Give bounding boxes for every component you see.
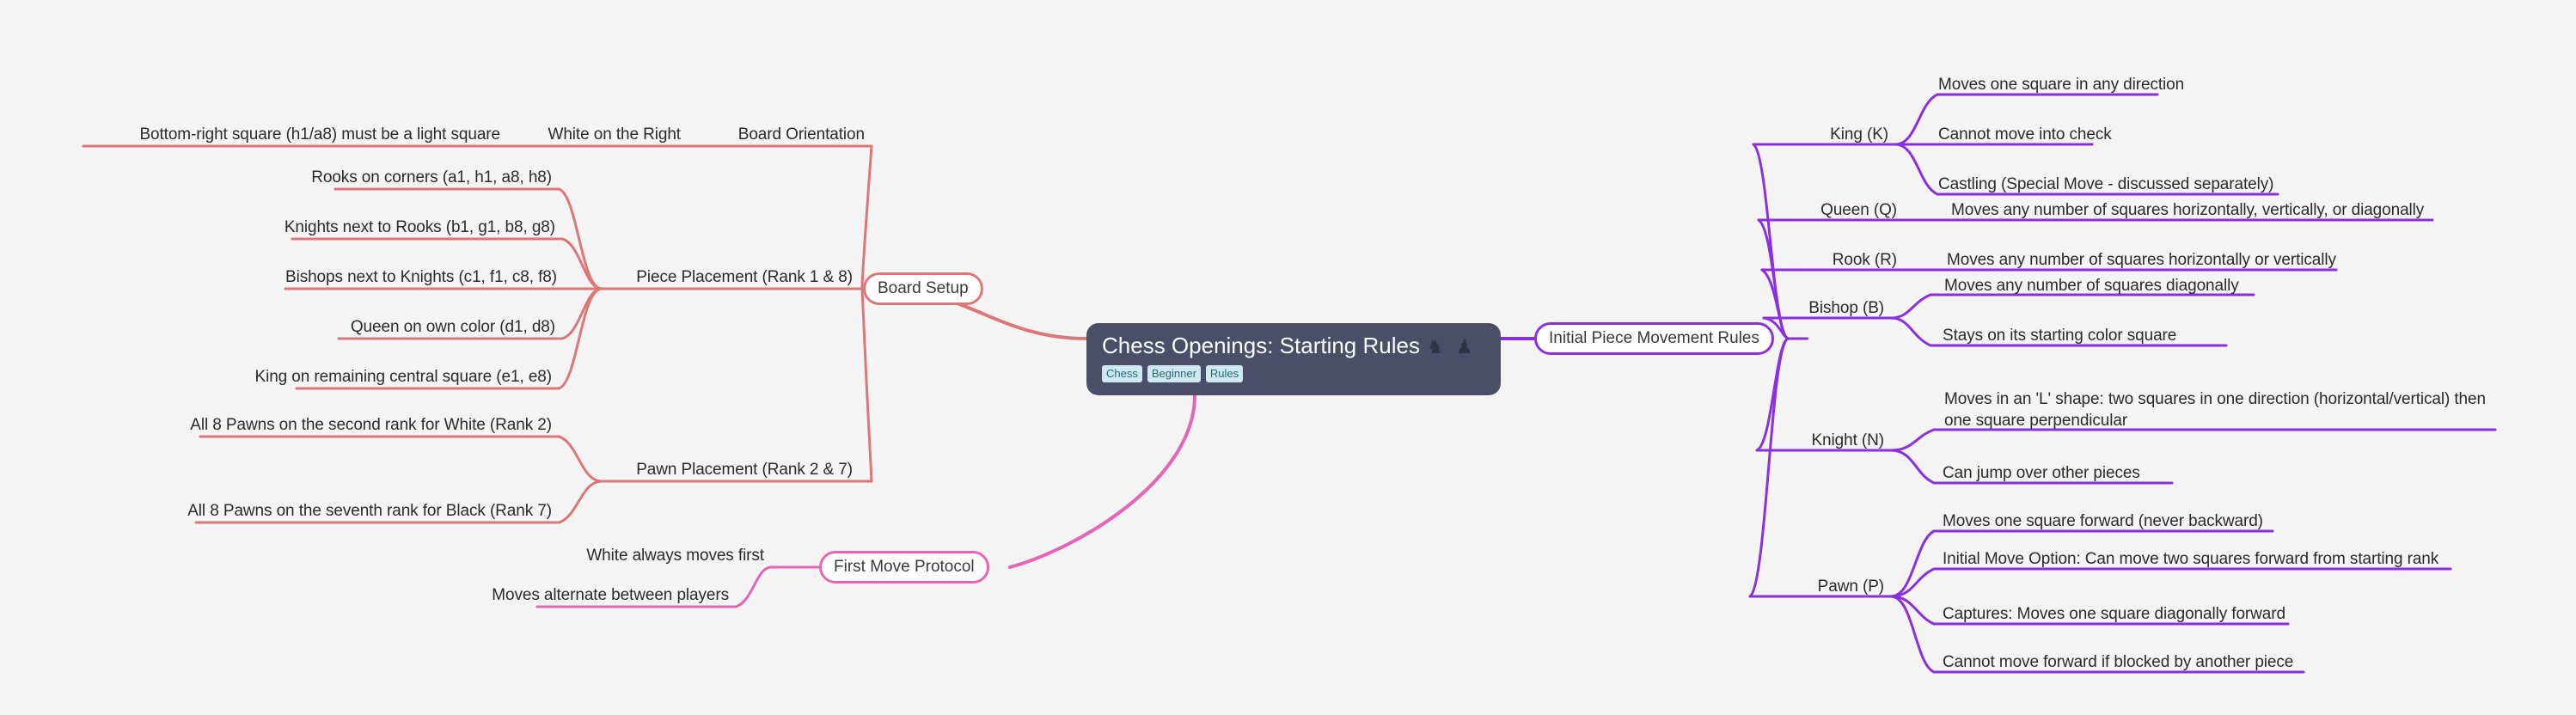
leaf-queen-moves[interactable]: Moves any number of squares horizontally…: [1951, 201, 2425, 219]
leaf-white-on-the-right[interactable]: White on the Right: [548, 125, 681, 144]
node-initial-piece-movement-rules[interactable]: Initial Piece Movement Rules: [1534, 322, 1774, 355]
leaf-knights-next-to-rooks[interactable]: Knights next to Rooks (b1, g1, b8, g8): [284, 218, 555, 236]
leaf-knight-jump[interactable]: Can jump over other pieces: [1943, 464, 2140, 482]
central-title-text: Chess Openings: Starting Rules: [1102, 333, 1420, 358]
node-rook[interactable]: Rook (R): [1832, 251, 1897, 269]
tag-beginner[interactable]: Beginner: [1147, 365, 1201, 382]
node-pawn-placement[interactable]: Pawn Placement (Rank 2 & 7): [636, 461, 853, 479]
leaf-moves-alternate[interactable]: Moves alternate between players: [492, 586, 729, 604]
node-first-move-protocol-label: First Move Protocol: [834, 558, 975, 576]
tag-chess[interactable]: Chess: [1102, 365, 1142, 382]
central-tag-list: Chess Beginner Rules: [1102, 365, 1485, 382]
leaf-bishop-moves-diagonally[interactable]: Moves any number of squares diagonally: [1944, 277, 2239, 295]
chess-piece-icons: ♞ ♟: [1426, 336, 1477, 358]
node-board-orientation[interactable]: Board Orientation: [737, 125, 865, 144]
leaf-pawn-blocked[interactable]: Cannot move forward if blocked by anothe…: [1943, 653, 2294, 671]
leaf-pawn-initial-move-option[interactable]: Initial Move Option: Can move two square…: [1943, 550, 2439, 568]
node-bishop[interactable]: Bishop (B): [1808, 299, 1884, 317]
leaf-bishop-starting-color[interactable]: Stays on its starting color square: [1943, 327, 2177, 345]
central-node[interactable]: Chess Openings: Starting Rules ♞ ♟ Chess …: [1086, 323, 1501, 395]
leaf-king-moves-one-square[interactable]: Moves one square in any direction: [1938, 76, 2185, 94]
node-first-move-protocol[interactable]: First Move Protocol: [819, 551, 989, 584]
leaf-knight-l-shape[interactable]: Moves in an 'L' shape: two squares in on…: [1944, 390, 2486, 430]
tag-rules[interactable]: Rules: [1205, 365, 1244, 382]
node-initial-piece-movement-rules-label: Initial Piece Movement Rules: [1549, 329, 1759, 347]
central-title: Chess Openings: Starting Rules ♞ ♟: [1102, 332, 1485, 361]
leaf-pawns-second-rank-white[interactable]: All 8 Pawns on the second rank for White…: [190, 416, 552, 434]
leaf-king-on-central-square[interactable]: King on remaining central square (e1, e8…: [254, 368, 553, 386]
leaf-pawn-one-square-forward[interactable]: Moves one square forward (never backward…: [1943, 512, 2263, 530]
leaf-rook-moves[interactable]: Moves any number of squares horizontally…: [1947, 251, 2336, 269]
node-piece-placement[interactable]: Piece Placement (Rank 1 & 8): [636, 268, 853, 286]
leaf-rooks-on-corners[interactable]: Rooks on corners (a1, h1, a8, h8): [311, 168, 552, 186]
node-king[interactable]: King (K): [1830, 125, 1888, 144]
leaf-king-castling[interactable]: Castling (Special Move - discussed separ…: [1938, 175, 2274, 193]
leaf-queen-on-own-color[interactable]: Queen on own color (d1, d8): [350, 318, 555, 336]
leaf-bottom-right-light-square[interactable]: Bottom-right square (h1/a8) must be a li…: [139, 125, 500, 144]
node-pawn[interactable]: Pawn (P): [1817, 578, 1884, 596]
leaf-bishops-next-to-knights[interactable]: Bishops next to Knights (c1, f1, c8, f8): [285, 268, 557, 286]
node-board-setup-label: Board Setup: [878, 279, 969, 297]
node-queen[interactable]: Queen (Q): [1820, 201, 1897, 219]
leaf-white-moves-first[interactable]: White always moves first: [586, 547, 764, 565]
leaf-pawns-seventh-rank-black[interactable]: All 8 Pawns on the seventh rank for Blac…: [187, 502, 552, 520]
leaf-pawn-captures[interactable]: Captures: Moves one square diagonally fo…: [1943, 605, 2285, 623]
node-knight[interactable]: Knight (N): [1811, 431, 1884, 449]
node-board-setup[interactable]: Board Setup: [863, 272, 983, 305]
leaf-king-cannot-move-into-check[interactable]: Cannot move into check: [1938, 125, 2112, 144]
